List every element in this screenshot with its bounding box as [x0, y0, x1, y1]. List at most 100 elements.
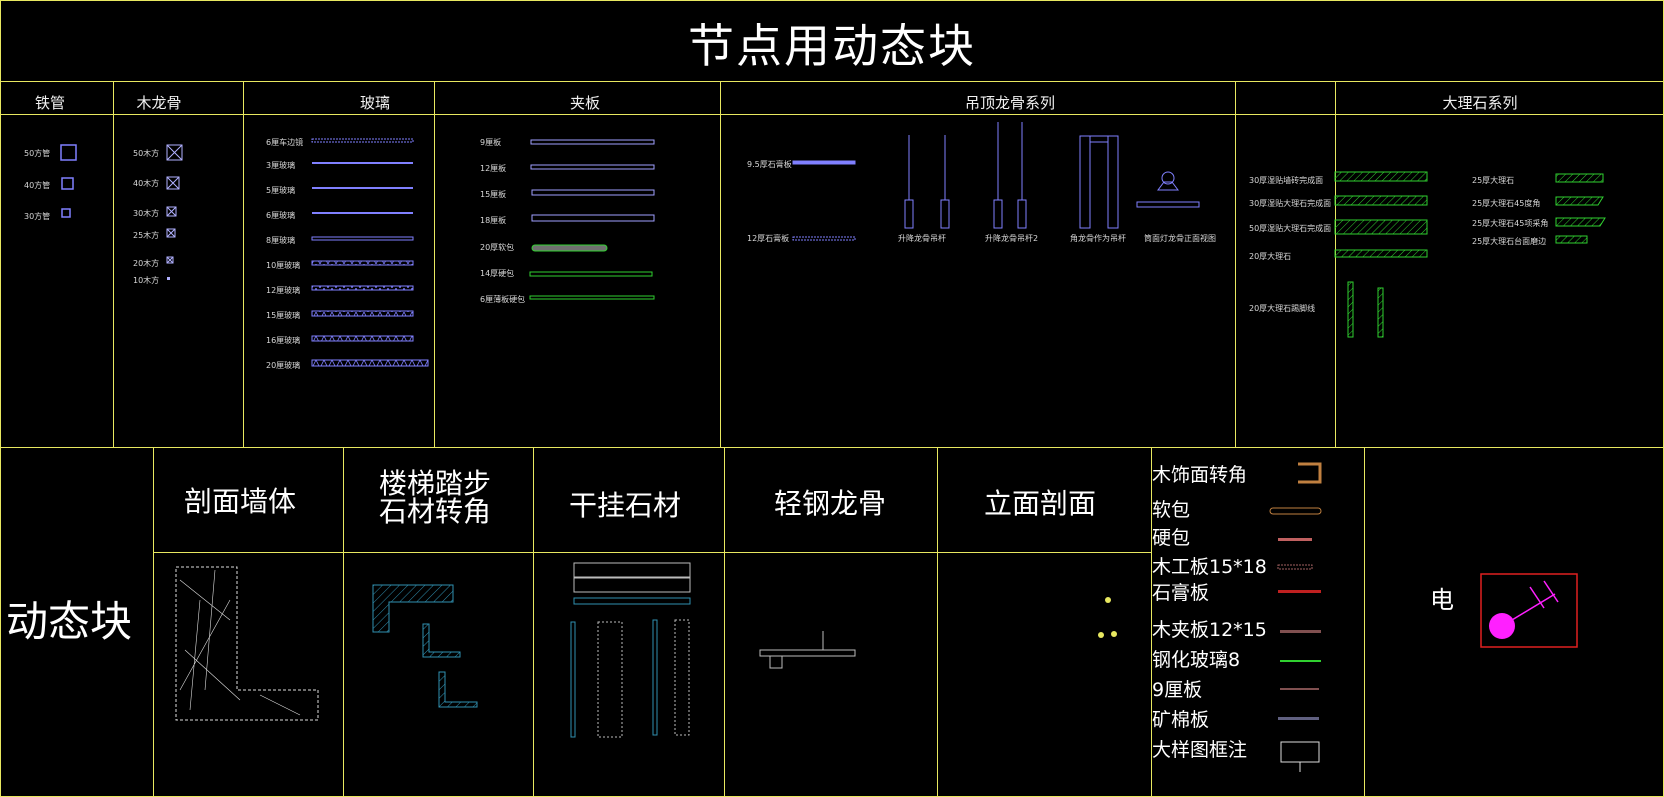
marble-left-label-5: 20厚大理石踢脚线 [1249, 304, 1316, 313]
stair-step-drawing [372, 584, 478, 708]
wood-keel-40-icon [166, 176, 180, 190]
wood-keel-label-4: 25木方 [133, 231, 160, 240]
glass-bars [311, 138, 429, 367]
iron-pipe-label-3: 30方管 [24, 212, 51, 221]
elevation-section-drawing [1098, 597, 1117, 638]
material-label-9: 矿棉板 [1152, 709, 1210, 731]
header-stair-step: 楼梯踏步 [378, 467, 491, 500]
plywood-label-7: 6厘薄板硬包 [480, 295, 526, 304]
dry-hang-stone-drawing [570, 562, 691, 738]
ceiling-board-label-2: 12厚石膏板 [747, 234, 790, 243]
ceiling-hanger-label-3: 角龙骨作为吊杆 [1070, 234, 1126, 243]
plywood-bars [529, 139, 655, 300]
marble-left-label-4: 20厚大理石 [1249, 252, 1292, 261]
header-ceiling-keel: 吊顶龙骨系列 [964, 94, 1055, 112]
bottom-col-divider-2 [343, 447, 344, 797]
marble-left-label-1: 30厚湿贴墙砖完成面 [1249, 176, 1324, 185]
top-col-divider-4 [720, 81, 721, 447]
marble-left-label-2: 30厚湿贴大理石完成面 [1249, 199, 1332, 208]
glass-label-2: 3厘玻璃 [266, 161, 296, 170]
material-label-1: 木饰面转角 [1152, 464, 1248, 486]
plywood-label-6: 14厚硬包 [480, 269, 515, 278]
light-steel-keel-drawing [759, 631, 856, 669]
plywood-label-4: 18厘板 [480, 216, 507, 225]
header-marble: 大理石系列 [1442, 94, 1518, 112]
header-wood-keel: 木龙骨 [136, 94, 182, 112]
header-iron-pipe: 铁管 [34, 94, 65, 112]
material-label-2: 软包 [1152, 499, 1191, 521]
plywood-label-2: 12厘板 [480, 164, 507, 173]
iron-pipe-40-icon [61, 177, 74, 190]
bottom-col-divider-4 [724, 447, 725, 797]
marble-right-label-1: 25厚大理石 [1472, 176, 1515, 185]
glass-label-1: 6厘车边镜 [266, 138, 304, 147]
ceiling-keel-drawings [792, 122, 1200, 241]
middle-divider [0, 447, 1664, 448]
top-header-divider [0, 114, 1664, 115]
header-glass: 玻璃 [359, 94, 390, 112]
top-col-divider-2 [243, 81, 244, 447]
dynamic-block-label: 动态块 [6, 597, 133, 646]
bottom-col-divider-5 [937, 447, 938, 797]
top-col-divider-1 [113, 81, 114, 447]
wood-keel-label-5: 20木方 [133, 259, 160, 268]
marble-left-label-3: 50厚湿贴大理石完成面 [1249, 224, 1332, 233]
top-col-divider-6 [1335, 81, 1336, 447]
glass-label-10: 20厘玻璃 [266, 361, 301, 370]
material-label-7: 钢化玻璃8 [1152, 649, 1241, 671]
electric-label: 电 [1430, 586, 1454, 614]
material-label-6: 木夹板12*15 [1152, 619, 1267, 641]
wood-keel-label-3: 30木方 [133, 209, 160, 218]
title-divider [0, 81, 1664, 82]
bottom-col-divider-1 [153, 447, 154, 797]
plywood-label-5: 20厚软包 [480, 243, 515, 252]
plywood-label-3: 15厘板 [480, 190, 507, 199]
wood-keel-50-icon [166, 144, 183, 161]
wood-keel-30-icon [166, 206, 177, 217]
wood-keel-label-1: 50木方 [133, 149, 160, 158]
ceiling-board-label-1: 9.5厚石膏板 [747, 160, 792, 169]
glass-label-4: 6厘玻璃 [266, 211, 296, 220]
glass-label-3: 5厘玻璃 [266, 186, 296, 195]
iron-pipe-50-icon [60, 144, 77, 161]
ceiling-hanger-label-2: 升降龙骨吊杆2 [985, 234, 1039, 243]
iron-pipe-label-1: 50方管 [24, 149, 51, 158]
glass-label-6: 10厘玻璃 [266, 261, 301, 270]
ceiling-hanger-label-1: 升降龙骨吊杆 [898, 234, 946, 243]
material-swatches [1269, 462, 1322, 772]
marble-right-label-3: 25厚大理石45项采角 [1472, 219, 1549, 228]
bottom-header-divider [153, 552, 1151, 553]
glass-label-9: 16厘玻璃 [266, 336, 301, 345]
marble-right-label-4: 25厚大理石台面磨边 [1472, 237, 1547, 246]
header-elevation-section: 立面剖面 [983, 487, 1096, 520]
glass-label-5: 8厘玻璃 [266, 236, 296, 245]
iron-pipe-label-2: 40方管 [24, 181, 51, 190]
material-label-10: 大样图框注 [1152, 739, 1248, 761]
section-wall-drawing [175, 566, 319, 721]
material-label-4: 木工板15*18 [1152, 556, 1267, 578]
wood-keel-20-icon [166, 256, 174, 264]
header-section-wall: 剖面墙体 [183, 485, 296, 518]
glass-label-7: 12厘玻璃 [266, 286, 301, 295]
bottom-col-divider-3 [533, 447, 534, 797]
header-plywood: 夹板 [569, 94, 600, 112]
header-dry-hang-stone: 干挂石材 [568, 489, 681, 522]
bottom-col-divider-7 [1364, 447, 1365, 797]
bottom-col-divider-6 [1151, 447, 1152, 797]
glass-label-8: 15厘玻璃 [266, 311, 301, 320]
frame-left [0, 0, 1, 797]
marble-drawings [1334, 171, 1606, 338]
header-light-steel-keel: 轻钢龙骨 [773, 487, 886, 520]
plywood-label-1: 9厘板 [480, 138, 502, 147]
page-title: 节点用动态块 [688, 19, 976, 73]
top-col-divider-5 [1235, 81, 1236, 447]
material-label-5: 石膏板 [1152, 582, 1210, 604]
electric-symbol [1480, 573, 1578, 648]
wood-keel-25-icon [166, 228, 176, 238]
wood-keel-label-6: 10木方 [133, 276, 160, 285]
wood-keel-10-icon [167, 277, 170, 280]
wood-keel-label-2: 40木方 [133, 179, 160, 188]
iron-pipe-30-icon [61, 208, 71, 218]
material-label-3: 硬包 [1152, 527, 1191, 549]
